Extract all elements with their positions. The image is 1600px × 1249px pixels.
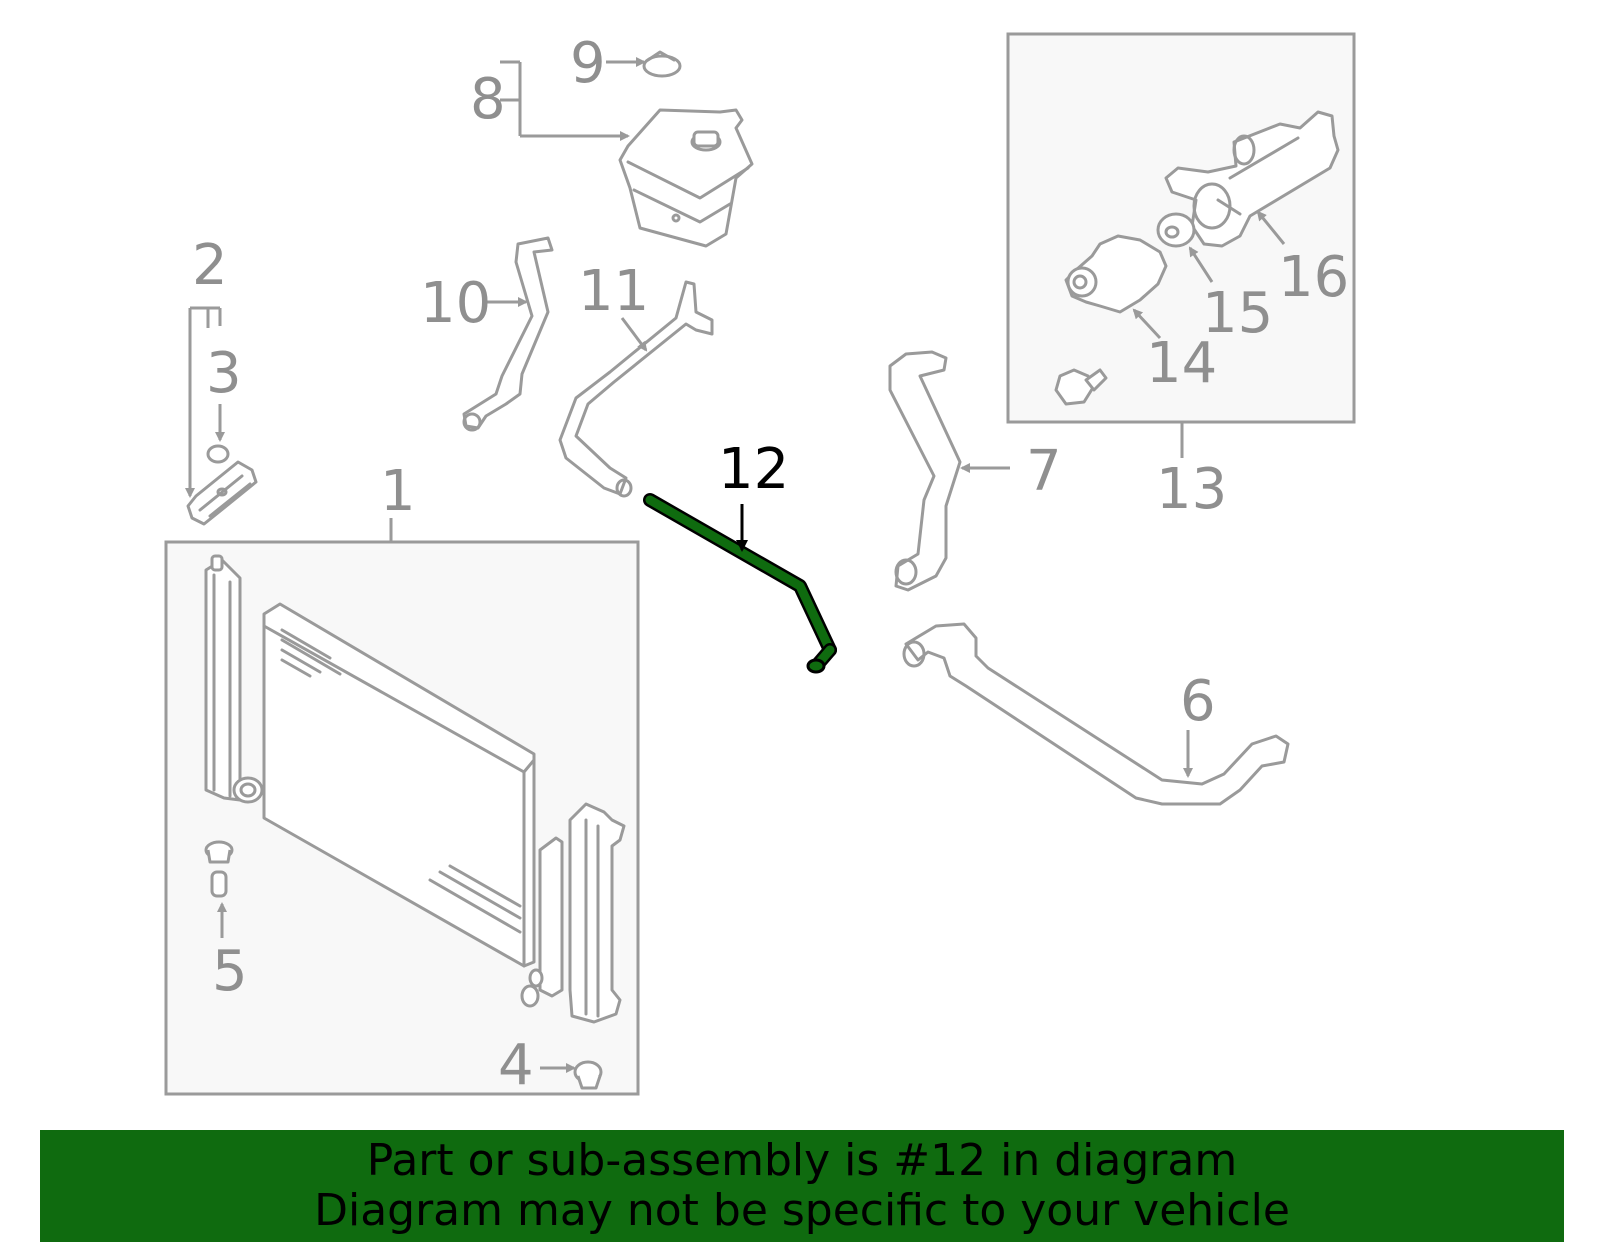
footer-banner: Part or sub-assembly is #12 in diagram D… <box>40 1130 1564 1242</box>
callout-4: 4 <box>498 1033 534 1098</box>
callout-16: 16 <box>1278 245 1349 310</box>
callout-5: 5 <box>212 939 248 1004</box>
hose-11 <box>558 280 714 498</box>
callout-1: 1 <box>380 459 416 524</box>
radiator-assembly <box>164 518 640 1096</box>
footer-line-2: Diagram may not be specific to your vehi… <box>314 1185 1290 1236</box>
callout-3: 3 <box>206 341 242 406</box>
callout-13: 13 <box>1156 457 1227 522</box>
hose-7 <box>888 350 1010 592</box>
callout-12: 12 <box>718 437 789 502</box>
callout-15: 15 <box>1202 281 1273 346</box>
coolant-reservoir <box>500 50 754 248</box>
thermostat-assembly <box>1006 32 1356 458</box>
hose-6 <box>902 622 1290 806</box>
callout-2: 2 <box>192 233 228 298</box>
bracket-and-grommet <box>188 306 258 526</box>
callout-9: 9 <box>570 31 606 96</box>
callout-7: 7 <box>1026 439 1062 504</box>
callout-8: 8 <box>470 67 506 132</box>
footer-line-1: Part or sub-assembly is #12 in diagram <box>366 1135 1238 1186</box>
callout-labels: 1 2 3 4 5 6 7 8 9 10 11 12 13 14 15 16 <box>192 31 1349 1098</box>
callout-14: 14 <box>1146 331 1217 396</box>
hose-10 <box>462 236 554 432</box>
callout-6: 6 <box>1180 669 1216 734</box>
callout-11: 11 <box>578 259 649 324</box>
hose-12-highlighted <box>643 493 837 674</box>
callout-10: 10 <box>420 271 491 336</box>
